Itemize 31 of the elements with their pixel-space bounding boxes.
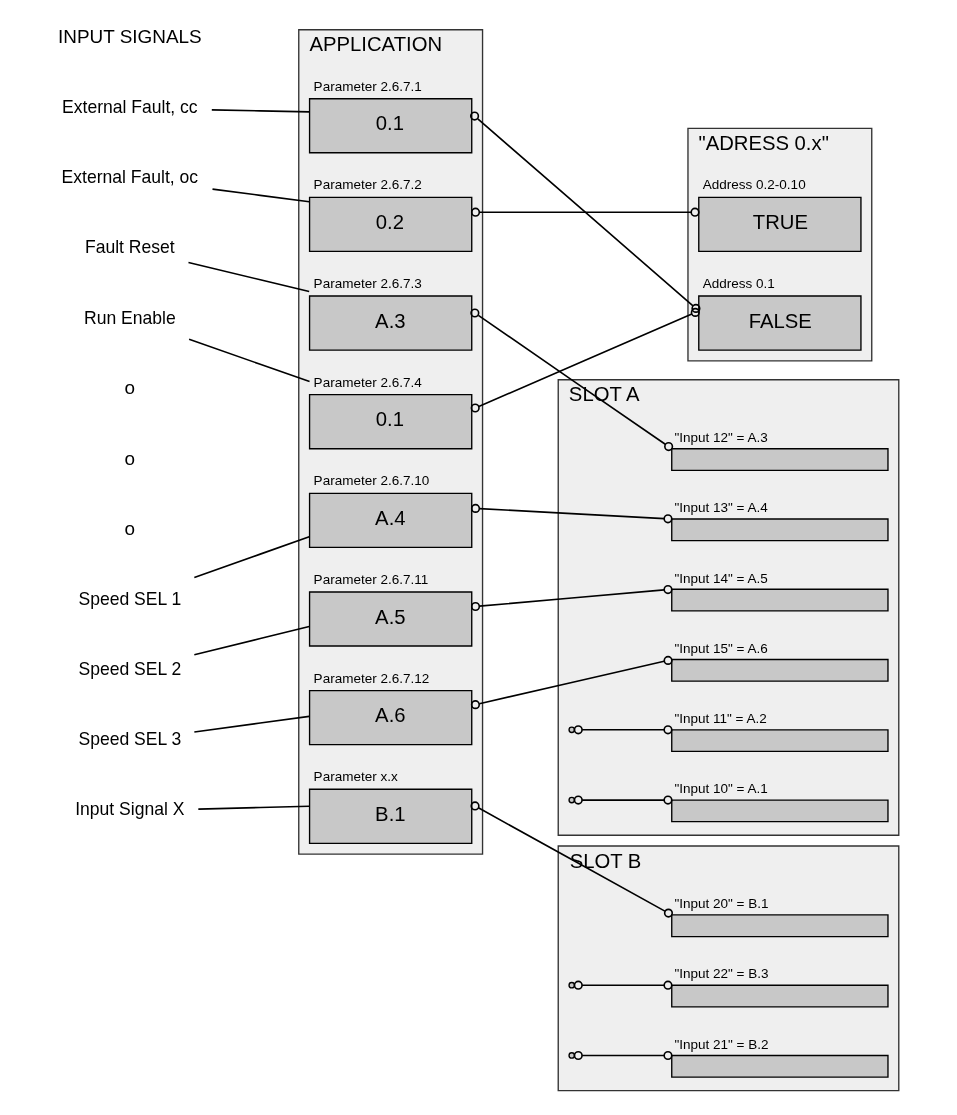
node-label: Parameter 2.6.7.1 xyxy=(313,78,422,94)
node-label: Address 0.2-0.10 xyxy=(702,177,806,193)
node-text: Speed SEL 2 xyxy=(78,658,182,679)
node-label: Parameter 2.6.7.2 xyxy=(313,177,422,193)
node-text: Speed SEL 3 xyxy=(78,729,182,750)
label: o xyxy=(124,517,136,539)
node-label: Parameter 2.6.7.3 xyxy=(313,275,422,291)
node-label: "Input 15" = A.6 xyxy=(674,640,768,656)
node-label: Parameter 2.6.7.11 xyxy=(313,571,429,587)
node-text: Speed SEL 1 xyxy=(78,588,182,609)
node-text: Fault Reset xyxy=(84,237,175,258)
node-label: Parameter x.x xyxy=(313,769,398,785)
node-label: "Input 12" = A.3 xyxy=(674,429,768,445)
label: o xyxy=(124,377,136,399)
node-text: External Fault, oc xyxy=(61,167,199,188)
node-label: "Input 10" = A.1 xyxy=(674,781,768,797)
node-label: "Input 11" = A.2 xyxy=(674,711,767,727)
node-text: External Fault, cc xyxy=(62,96,198,117)
node-label: Parameter 2.6.7.4 xyxy=(313,374,422,390)
node-label: "Input 14" = A.5 xyxy=(674,570,768,586)
label: INPUT SIGNALS xyxy=(58,25,202,47)
label: o xyxy=(124,447,136,469)
node-text: Input Signal X xyxy=(75,799,185,820)
node-label: Parameter 2.6.7.10 xyxy=(313,473,430,489)
node-text: Run Enable xyxy=(83,307,176,328)
node-label: "Input 20" = B.1 xyxy=(674,896,769,912)
node-label: "Input 13" = A.4 xyxy=(674,500,768,516)
node-label: "Input 21" = B.2 xyxy=(674,1036,769,1052)
node-label: Parameter 2.6.7.12 xyxy=(313,670,430,686)
node-label: Address 0.1 xyxy=(702,275,775,291)
node-label: "Input 22" = B.3 xyxy=(674,966,769,982)
